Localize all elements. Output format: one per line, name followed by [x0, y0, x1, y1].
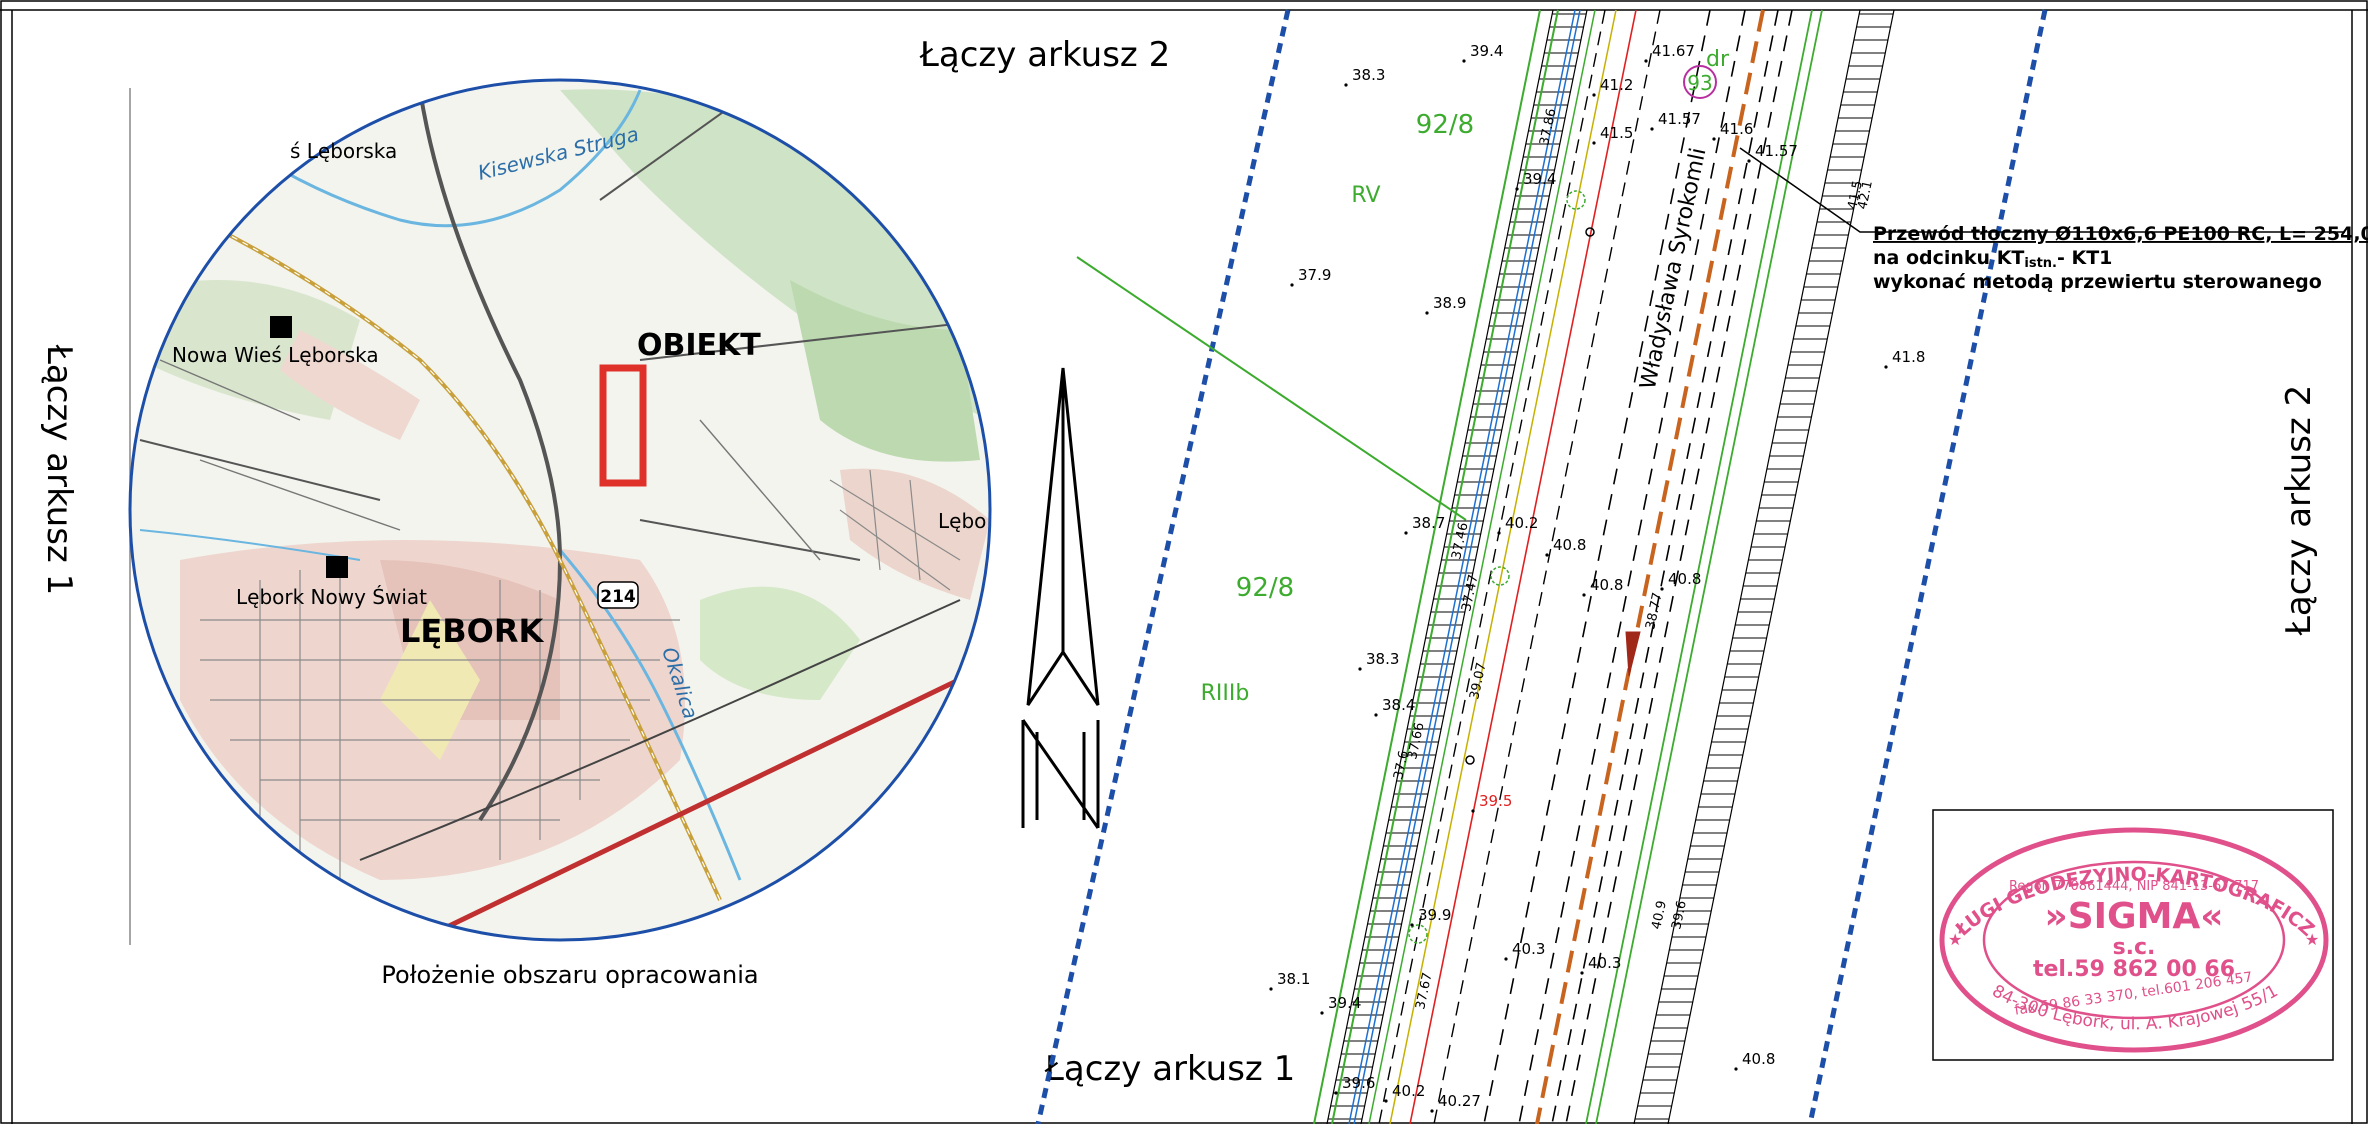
- parcel-class: RV: [1351, 183, 1380, 208]
- leader-line-pipe-note: [1739, 147, 2345, 233]
- parcel-93: 93: [1687, 71, 1712, 95]
- rotated-height: 37.6: [1391, 749, 1412, 780]
- spot-height: 39.4: [1328, 994, 1361, 1012]
- north-arrow-icon: [1021, 367, 1100, 829]
- spot-height: 41.5: [1600, 124, 1633, 142]
- spot-height: 40.3: [1588, 954, 1621, 972]
- sheet-boundary-left: [1035, 9, 1291, 1124]
- verge-hatching-right: [1633, 9, 1895, 1124]
- spot-height: 41.57: [1658, 110, 1701, 128]
- spot-height: 39.6: [1342, 1074, 1375, 1092]
- spot-height: 41.67: [1652, 42, 1695, 60]
- spot-height: 39.4: [1470, 42, 1503, 60]
- tree-icon: [1408, 924, 1428, 944]
- spot-height: 40.27: [1438, 1092, 1481, 1110]
- rotated-height: 42.1: [1855, 179, 1876, 210]
- sheet-ref-right: Łączy arkusz 2: [2279, 385, 2319, 636]
- green-line: [1313, 9, 1541, 1124]
- rotated-heights: 37.8637.4637.4737.6737.6637.639.0738.773…: [1391, 107, 1876, 1011]
- parcel-number: 92/8: [1416, 110, 1474, 140]
- sheet-ref-left: Łączy arkusz 1: [39, 344, 79, 595]
- rotated-height: 40.9: [1649, 899, 1670, 930]
- parcel-number: 92/8: [1236, 573, 1294, 603]
- rotated-height: 41.5: [1845, 179, 1866, 210]
- spot-height: 38.4: [1382, 696, 1415, 714]
- spot-height: 39.9: [1418, 906, 1451, 924]
- spot-height: 40.8: [1668, 570, 1701, 588]
- spot-height: 38.9: [1433, 294, 1466, 312]
- red-line: [1409, 9, 1637, 1124]
- place-lebo: Lębo: [938, 509, 986, 533]
- spot-height: 40.8: [1590, 576, 1623, 594]
- tree-icon: [1490, 566, 1510, 586]
- spot-height: 39.4: [1523, 170, 1556, 188]
- road-number: 214: [600, 587, 636, 607]
- object-marker: [599, 364, 647, 487]
- spot-height: 38.7: [1412, 514, 1445, 532]
- stamp-regon: Regon 770861444, NIP 841-13-67-717: [2009, 879, 2259, 894]
- spot-height: 40.8: [1742, 1050, 1775, 1068]
- spot-height: 38.3: [1352, 66, 1385, 84]
- city-label: LĘBORK: [400, 612, 544, 650]
- spot-height: 41.2: [1600, 76, 1633, 94]
- spot-height: 39.5: [1479, 792, 1512, 810]
- stamp-form: s.c.: [2113, 935, 2156, 960]
- place-nowa-wies: Nowa Wieś Lęborska: [172, 343, 379, 367]
- label-dr: dr: [1706, 47, 1730, 72]
- site-plan: 93 dr: [1035, 9, 2345, 1124]
- manhole-icon: [1465, 755, 1475, 765]
- spot-height: 41.57: [1755, 142, 1798, 160]
- object-label: OBIEKT: [637, 328, 761, 363]
- sheet-ref-top: Łączy arkusz 2: [919, 35, 1170, 75]
- tree-icon: [1566, 190, 1586, 210]
- parcel-number-circle: [1683, 65, 1717, 99]
- pipe-note: Przewód tłoczny Ø110x6,6 PE100 RC, L= 25…: [1873, 223, 2368, 293]
- svg-text:★: ★: [1948, 930, 1962, 949]
- church-icon: [326, 556, 348, 578]
- manhole-icon: [1585, 227, 1595, 237]
- rotated-height: 39.6: [1669, 899, 1690, 930]
- blue-line: [1348, 9, 1576, 1124]
- location-caption: Położenie obszaru opracowania: [381, 961, 758, 989]
- stamp-name: »SIGMA«: [2044, 896, 2223, 937]
- pipe-note-line2: na odcinku KTistn.- KT1: [1873, 247, 2112, 271]
- leader-line-location: [1076, 256, 1467, 521]
- spot-height: 41.6: [1720, 120, 1753, 138]
- place-lebork-nowy-swiat: Lębork Nowy Świat: [236, 585, 427, 609]
- church-icon: [270, 316, 292, 338]
- parcel-class: RIIIb: [1201, 681, 1250, 706]
- rotated-height: 37.47: [1459, 573, 1481, 613]
- road-edge-left: [1483, 9, 1711, 1124]
- flow-arrow-icon: [1625, 631, 1641, 677]
- street-name: Władysława Syrokomli: [1636, 146, 1712, 392]
- rotated-height: 39.07: [1467, 661, 1489, 701]
- pipe-note-line3: wykonać metodą przewiertu sterowanego: [1873, 271, 2322, 293]
- spot-height: 40.2: [1392, 1082, 1425, 1100]
- spot-height: 38.3: [1366, 650, 1399, 668]
- road-edge-right: [1565, 9, 1793, 1124]
- spot-height: 38.1: [1277, 970, 1310, 988]
- spot-height: 37.9: [1298, 266, 1331, 284]
- spot-height: 40.3: [1512, 940, 1545, 958]
- svg-text:★: ★: [2305, 930, 2319, 949]
- sheet-boundary-right: [1807, 9, 2048, 1124]
- spot-height: 40.8: [1553, 536, 1586, 554]
- pipe-note-line1: Przewód tłoczny Ø110x6,6 PE100 RC, L= 25…: [1873, 223, 2368, 245]
- location-map: OBIEKT LĘBORK 214 Nowa Wieś Lęborska Lęb…: [128, 78, 992, 942]
- stamp-phone: tel.59 862 00 66: [2033, 957, 2235, 982]
- sheet-ref-bottom: Łączy arkusz 1: [1044, 1049, 1295, 1089]
- pipe-route: [1535, 9, 1765, 1124]
- rotated-height: 38.77: [1643, 591, 1665, 631]
- place-partial: ś Lęborska: [290, 139, 397, 163]
- spot-height: 40.2: [1505, 514, 1538, 532]
- spot-height: 41.8: [1892, 348, 1925, 366]
- rotated-height: 37.67: [1413, 971, 1435, 1011]
